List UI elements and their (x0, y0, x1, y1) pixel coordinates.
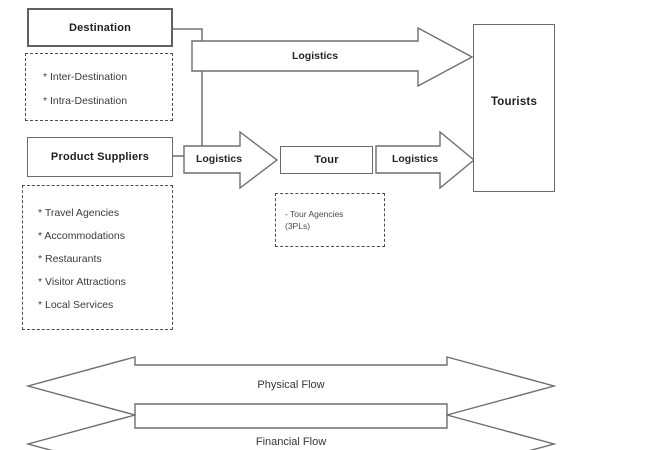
connector-destination-elbow (173, 28, 203, 146)
tour-box: Tour (280, 146, 373, 174)
list-item: * Local Services (38, 299, 114, 311)
logistics-top-label: Logistics (291, 50, 339, 62)
destination-box: Destination (27, 8, 173, 47)
logistics-arrow-top (191, 26, 474, 88)
destination-types-box: * Inter-Destination * Intra-Destination (25, 53, 173, 121)
list-item: * Restaurants (38, 253, 102, 265)
list-item: * Inter-Destination (43, 71, 128, 83)
physical-flow-label: Physical Flow (257, 379, 325, 391)
supplier-types-box: * Travel Agencies * Accommodations * Res… (22, 185, 173, 330)
list-item: * Intra-Destination (43, 95, 128, 107)
logistics-mid-left-label: Logistics (195, 153, 243, 165)
logistics-arrow-mid-right (375, 130, 476, 190)
destination-box-label: Destination (68, 21, 132, 34)
list-item: * Accommodations (38, 230, 125, 242)
tour-box-label: Tour (314, 154, 339, 166)
note-line: - Tour Agencies (285, 209, 344, 219)
financial-flow-arrow (25, 414, 557, 450)
list-item: * Visitor Attractions (38, 276, 126, 288)
tour-agencies-note-box: - Tour Agencies (3PLs) (275, 193, 385, 247)
tourists-box: Tourists (473, 24, 555, 192)
physical-flow-arrow (25, 356, 557, 416)
tourists-box-label: Tourists (490, 96, 538, 108)
list-item: * Travel Agencies (38, 207, 120, 219)
note-line: (3PLs) (285, 221, 311, 231)
logistics-mid-right-label: Logistics (391, 153, 439, 165)
financial-flow-label: Financial Flow (255, 436, 327, 448)
product-suppliers-box: Product Suppliers (27, 137, 173, 177)
logistics-arrow-mid-left (183, 130, 279, 190)
product-suppliers-box-label: Product Suppliers (50, 151, 150, 163)
